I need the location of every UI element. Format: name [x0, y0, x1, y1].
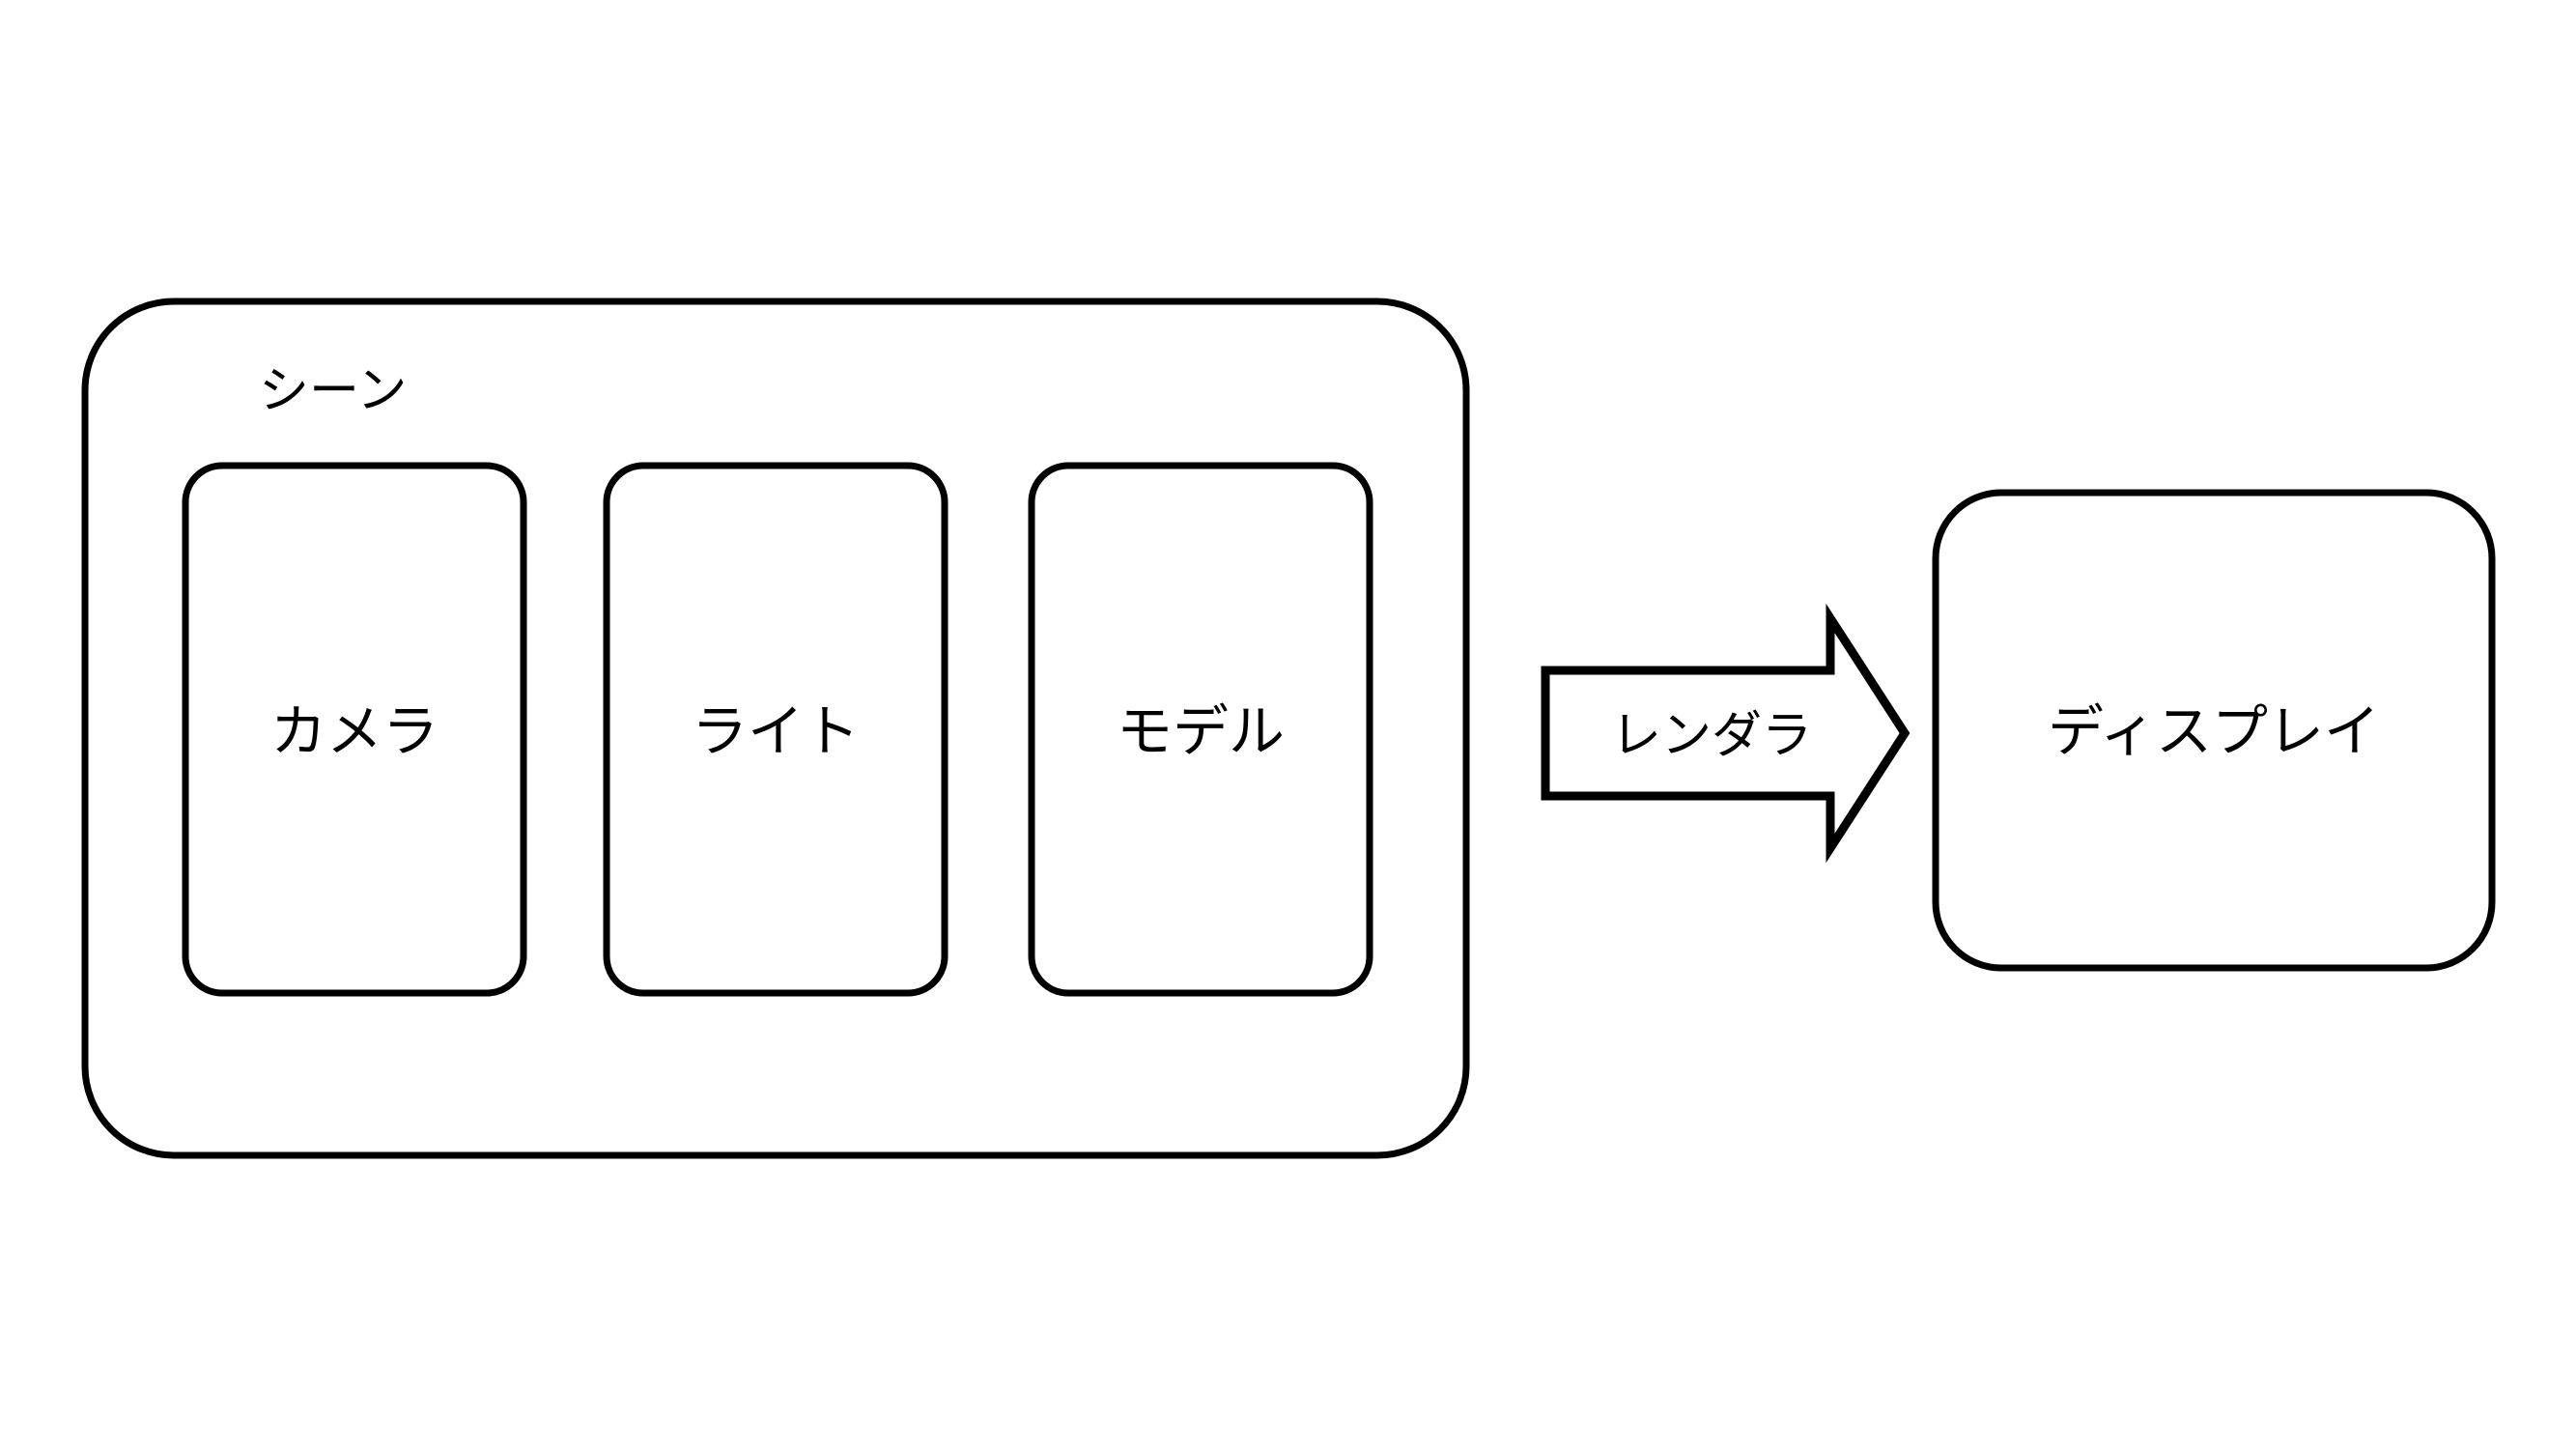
renderer-arrow-label: レンダラ [1611, 707, 1812, 765]
node-light-box[interactable] [603, 462, 948, 997]
node-camera-box[interactable] [182, 462, 527, 997]
node-model-box[interactable] [1028, 462, 1373, 997]
renderer-arrow[interactable] [1541, 603, 1911, 864]
scene-title: シーン [259, 362, 407, 420]
display-label: ディスプレイ [2048, 698, 2380, 764]
node-model-label: モデル [1117, 698, 1285, 764]
node-light-label: ライト [692, 698, 860, 764]
node-camera-label: カメラ [270, 698, 439, 764]
display-box[interactable] [1932, 489, 2496, 972]
